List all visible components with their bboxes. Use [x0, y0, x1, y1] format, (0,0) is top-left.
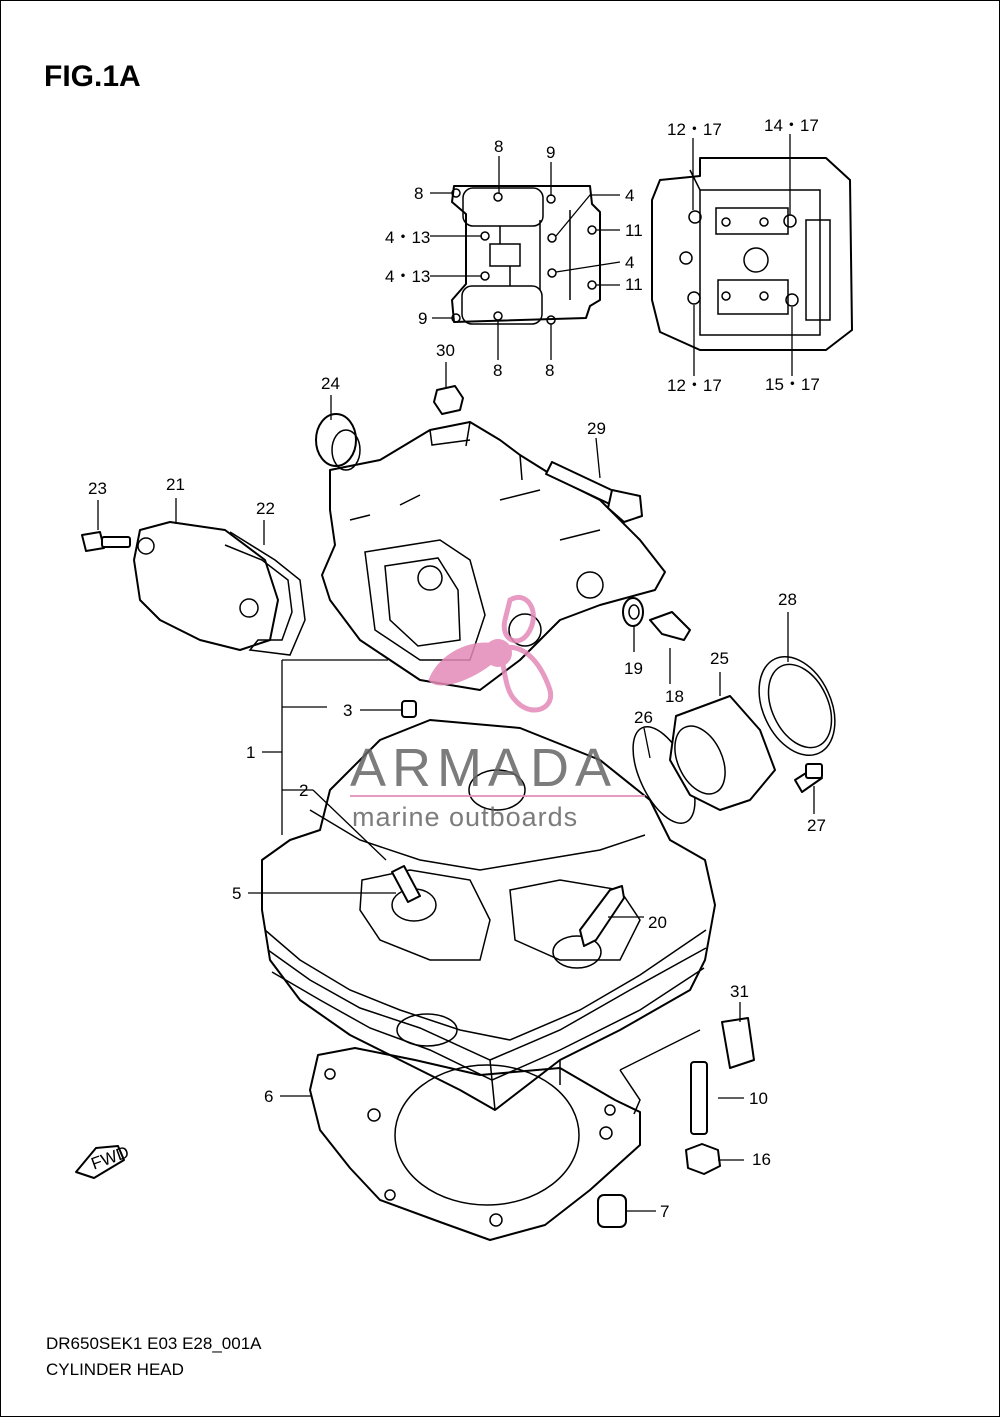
side-cover-gasket-22	[224, 531, 306, 656]
callout-12-17-bottom: 12・17	[667, 376, 722, 395]
callout-4-13-top: 4・13	[385, 228, 430, 247]
dowel-pin-3	[401, 700, 417, 718]
callout-9-bottom: 9	[418, 309, 427, 328]
plug-18	[649, 611, 691, 641]
callout-12-17-top: 12・17	[667, 120, 722, 139]
bolt-29	[545, 461, 643, 523]
callout-18: 18	[665, 687, 684, 706]
callout-4-13-bottom: 4・13	[385, 267, 430, 286]
nut-16	[685, 1143, 721, 1175]
watermark-brand: ARMADA	[350, 738, 617, 798]
figure-code: DR650SEK1 E03 E28_001A	[46, 1334, 262, 1353]
side-cover-21	[133, 521, 279, 651]
callout-16: 16	[752, 1150, 771, 1169]
callout-6: 6	[264, 1087, 273, 1106]
inset-cylinder-bolt-pattern	[651, 157, 853, 351]
callout-29: 29	[587, 419, 606, 438]
watermark-tagline: marine outboards	[352, 802, 578, 832]
callout-10: 10	[749, 1089, 768, 1108]
callout-5: 5	[232, 884, 241, 903]
callout-11-top: 11	[625, 221, 643, 240]
callout-8-bottom: 8	[493, 361, 502, 380]
callout-7: 7	[660, 1202, 669, 1221]
callout-28: 28	[778, 590, 797, 609]
callout-21: 21	[166, 475, 185, 494]
callout-4-top: 4	[625, 186, 634, 205]
nut-30	[433, 385, 464, 415]
cylinder-head	[261, 719, 716, 1111]
bolt-27	[794, 763, 823, 793]
clamp-28	[758, 655, 836, 757]
intake-pipe-25	[669, 695, 776, 811]
stud-5	[391, 865, 421, 903]
bolt-23	[81, 531, 131, 552]
spark-plug-20	[579, 885, 625, 947]
callout-20: 20	[648, 913, 667, 932]
callout-26: 26	[634, 708, 653, 727]
watermark: ARMADA marine outboards	[350, 594, 645, 832]
oil-seal-24	[315, 413, 361, 471]
fwd-arrow-icon: FWD	[75, 1142, 131, 1179]
callout-3: 3	[343, 701, 352, 720]
callout-25: 25	[710, 649, 729, 668]
callout-19: 19	[624, 659, 643, 678]
callout-30: 30	[436, 341, 455, 360]
callout-labels: 1 2 3 5 6 7 8 8 8 8 9 9 4 4 4・13 4・13 10…	[88, 116, 826, 1221]
propeller-logo-icon	[428, 594, 554, 713]
inset-head-top-view	[451, 185, 601, 325]
callout-4-bottom: 4	[625, 253, 634, 272]
leader-lines	[97, 134, 815, 1212]
callout-9-top: 9	[546, 143, 555, 162]
callout-14-17: 14・17	[764, 116, 819, 135]
cylinder-head-gasket	[309, 1047, 641, 1241]
dowel-pin-7	[597, 1194, 627, 1228]
cylinder-head-cover	[321, 421, 666, 691]
callout-24: 24	[321, 374, 340, 393]
figure-name: CYLINDER HEAD	[46, 1360, 184, 1379]
callout-11-bottom: 11	[625, 275, 643, 294]
clamp-31	[721, 1017, 755, 1069]
callout-8-bottom-right: 8	[545, 361, 554, 380]
callout-2: 2	[299, 781, 308, 800]
callout-27: 27	[807, 816, 826, 835]
callout-15-17: 15・17	[765, 375, 820, 394]
stud-10	[690, 1061, 708, 1135]
callout-8-top: 8	[494, 137, 503, 156]
callout-8-left: 8	[414, 184, 423, 203]
callout-1: 1	[246, 743, 255, 762]
callout-23: 23	[88, 479, 107, 498]
washer-19	[622, 597, 644, 627]
callout-31: 31	[730, 982, 749, 1001]
figure-title: FIG.1A	[44, 60, 141, 93]
callout-22: 22	[256, 499, 275, 518]
